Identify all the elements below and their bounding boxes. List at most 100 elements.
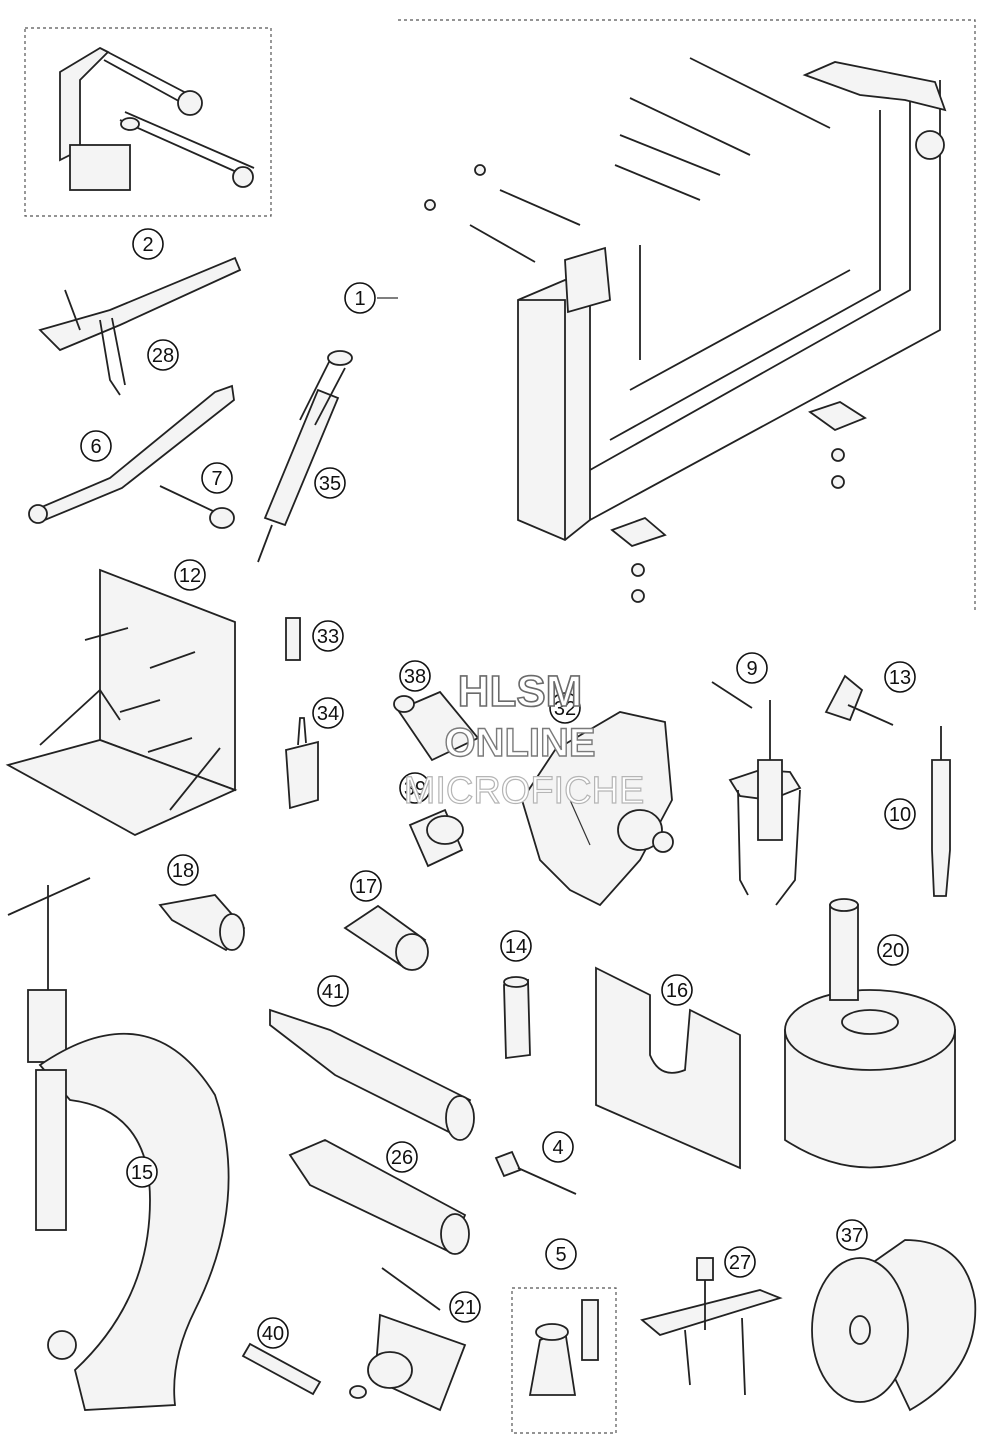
callout-12: 12 <box>174 559 206 591</box>
callout-38: 38 <box>399 660 431 692</box>
callout-circle <box>542 1131 574 1163</box>
callout-number: 40 <box>262 1323 284 1345</box>
callout-number: 32 <box>554 698 576 720</box>
callout-circle <box>350 870 382 902</box>
tool-10-drift <box>931 726 951 897</box>
callout-number: 38 <box>404 666 426 688</box>
callout-circle <box>549 692 581 724</box>
callout-number: 26 <box>391 1147 413 1169</box>
callout-number: 16 <box>666 980 688 1002</box>
tool-40-spring <box>241 1342 322 1396</box>
callout-number: 13 <box>889 667 911 689</box>
callout-20: 20 <box>877 934 909 966</box>
callout-15: 15 <box>126 1156 158 1188</box>
tool-1-engine-stand <box>377 19 976 612</box>
callout-circle <box>736 652 768 684</box>
callout-circle <box>201 462 233 494</box>
callout-circle <box>545 1238 577 1270</box>
callout-circle <box>126 1156 158 1188</box>
callout-40: 40 <box>257 1317 289 1349</box>
callout-17: 17 <box>350 870 382 902</box>
callout-34: 34 <box>312 697 344 729</box>
callout-1: 1 <box>344 282 376 314</box>
callout-number: 35 <box>319 473 341 495</box>
callout-circle <box>312 620 344 652</box>
tool-33-bottle <box>285 617 301 661</box>
callout-circle <box>877 934 909 966</box>
tool-38-sleeve <box>393 690 480 762</box>
tool-21-clamp <box>349 1267 467 1412</box>
callout-circle <box>836 1219 868 1251</box>
callout-37: 37 <box>836 1219 868 1251</box>
callout-21: 21 <box>449 1291 481 1323</box>
callout-circle <box>884 798 916 830</box>
callout-circle <box>132 228 164 260</box>
tool-39-sleeve <box>408 808 464 868</box>
callout-32: 32 <box>549 692 581 724</box>
callout-35: 35 <box>314 467 346 499</box>
callout-number: 5 <box>555 1244 566 1266</box>
tool-20-press <box>784 898 956 1169</box>
callout-number: 34 <box>317 703 339 725</box>
callout-number: 7 <box>211 468 222 490</box>
callout-circle <box>312 697 344 729</box>
tool-7-bolt <box>159 485 235 529</box>
callout-number: 20 <box>882 940 904 962</box>
callout-circle <box>317 975 349 1007</box>
callout-14: 14 <box>500 930 532 962</box>
callout-18: 18 <box>167 854 199 886</box>
tool-14-pin <box>503 976 531 1060</box>
tool-35-syringe <box>257 350 353 563</box>
tool-17-sleeve <box>343 904 429 971</box>
callout-10: 10 <box>884 798 916 830</box>
callout-4: 4 <box>542 1131 574 1163</box>
callout-circle <box>449 1291 481 1323</box>
callout-circle <box>399 660 431 692</box>
callout-13: 13 <box>884 661 916 693</box>
watermark-line-3: MICROFICHE <box>404 770 645 812</box>
callout-number: 15 <box>131 1162 153 1184</box>
callout-26: 26 <box>386 1141 418 1173</box>
callout-circle <box>344 282 376 314</box>
watermark-line-2: ONLINE <box>444 721 595 765</box>
tool-41-mandrel <box>269 1008 475 1141</box>
callout-33: 33 <box>312 620 344 652</box>
callout-circle <box>314 467 346 499</box>
callout-circle <box>174 559 206 591</box>
callout-6: 6 <box>80 430 112 462</box>
callout-28: 28 <box>147 339 179 371</box>
callout-number: 1 <box>354 288 365 310</box>
tool-34-bottle <box>285 717 319 810</box>
callout-circle <box>80 430 112 462</box>
callout-number: 4 <box>552 1137 563 1159</box>
callout-circle <box>500 930 532 962</box>
callout-27: 27 <box>724 1246 756 1278</box>
watermark: HLSM ONLINE MICROFICHE <box>403 666 645 812</box>
tool-13-adapter <box>824 674 894 726</box>
callouts: 1245679101213141516171820212627283233343… <box>80 228 916 1349</box>
callout-circle <box>884 661 916 693</box>
callout-number: 21 <box>454 1297 476 1319</box>
callout-circle <box>661 974 693 1006</box>
callout-circle <box>399 772 431 804</box>
callout-number: 10 <box>889 804 911 826</box>
watermark-line-1: HLSM <box>458 667 583 716</box>
tool-12-bracket <box>5 568 238 837</box>
tool-5-inset <box>511 1287 617 1434</box>
tool-28-holder <box>38 256 242 396</box>
callout-16: 16 <box>661 974 693 1006</box>
callout-5: 5 <box>545 1238 577 1270</box>
callout-number: 27 <box>729 1252 751 1274</box>
tool-37-drum <box>811 1239 977 1412</box>
callout-number: 41 <box>322 981 344 1003</box>
callout-circle <box>257 1317 289 1349</box>
callout-number: 39 <box>404 778 426 800</box>
callout-number: 14 <box>505 936 527 958</box>
callout-circle <box>386 1141 418 1173</box>
tool-16-plate <box>595 966 741 1170</box>
callout-number: 9 <box>746 658 757 680</box>
callout-circle <box>724 1246 756 1278</box>
callout-number: 6 <box>90 436 101 458</box>
tool-27-puller <box>640 1257 783 1396</box>
